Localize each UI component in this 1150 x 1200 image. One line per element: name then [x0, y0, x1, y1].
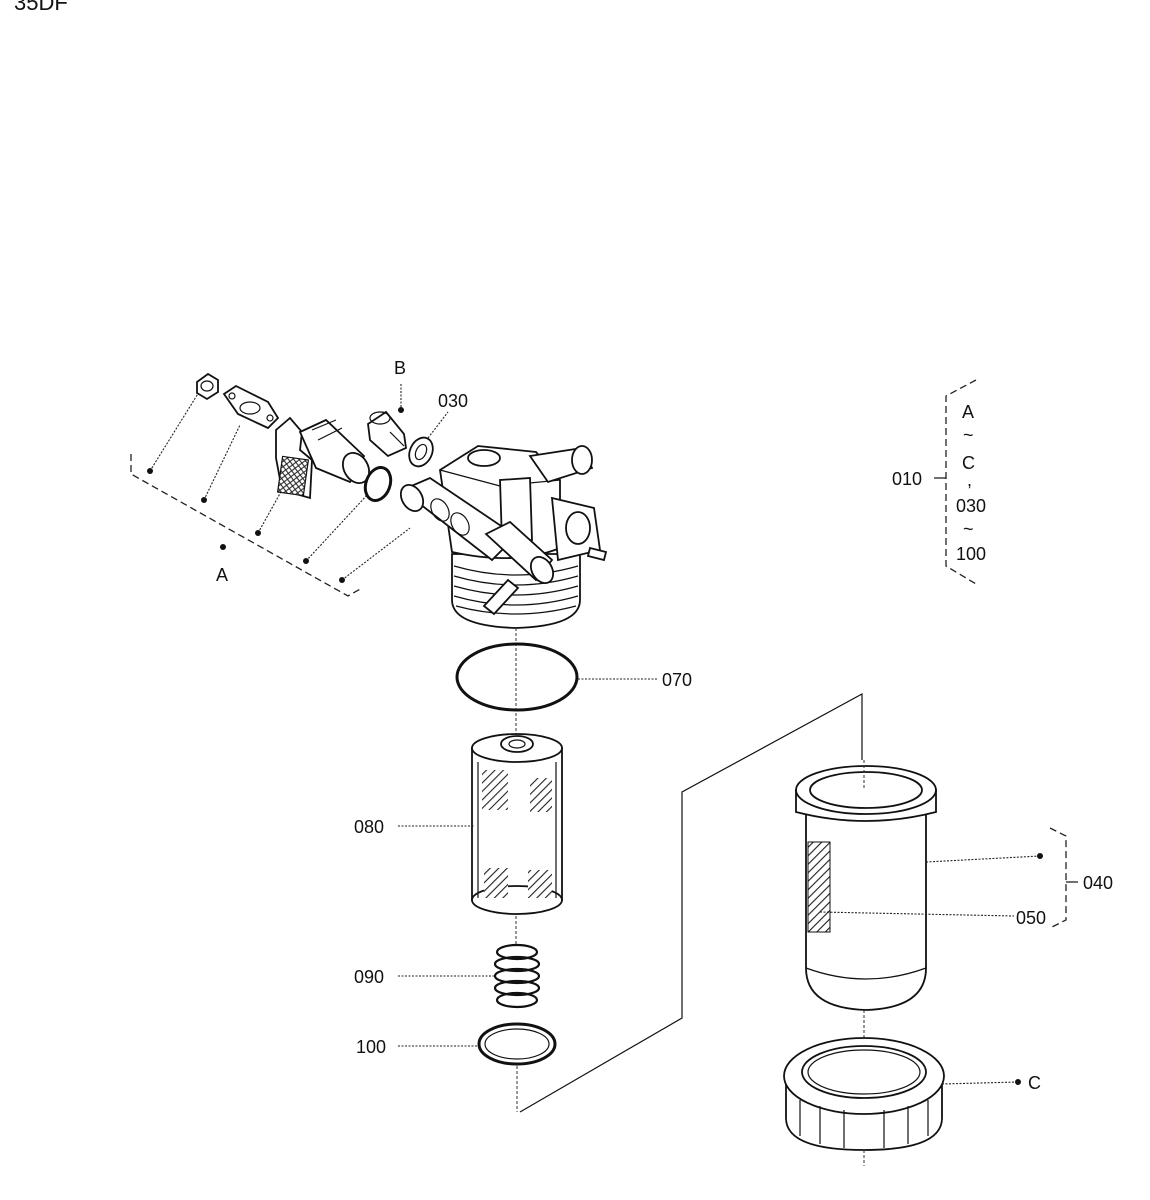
bleed-screw	[196, 372, 219, 401]
header-text: 35DF	[14, 0, 68, 15]
label-010: 010	[892, 469, 922, 489]
label-080: 080	[354, 817, 384, 837]
range-from-2: 030	[956, 496, 986, 516]
filter-bowl-040	[795, 765, 937, 1011]
o-ring-070	[455, 642, 579, 712]
label-040: 040	[1083, 873, 1113, 893]
cock-body	[298, 418, 371, 484]
bracket-040	[1049, 827, 1067, 929]
filter-head	[399, 445, 608, 629]
assembly-range-010: 010 A ~ C , 030 ~ 100	[892, 379, 986, 585]
range-to-1: C	[962, 453, 975, 473]
spring-090	[493, 943, 541, 1009]
range-from-1: A	[962, 402, 974, 422]
assembly-connector-line	[519, 692, 863, 1113]
label-090: 090	[354, 967, 384, 987]
o-ring-small	[363, 466, 393, 502]
range-separator: ,	[967, 470, 972, 490]
range-tilde-1: ~	[963, 425, 974, 445]
label-a: A	[216, 565, 228, 585]
label-050: 050	[1016, 908, 1046, 928]
label-100: 100	[356, 1037, 386, 1057]
part-b-fitting	[367, 410, 407, 458]
retaining-ring-nut-c	[783, 1037, 945, 1151]
range-to-2: 100	[956, 544, 986, 564]
gasket-100	[477, 1022, 557, 1066]
filter-element-080	[471, 733, 563, 915]
washer-030	[408, 436, 434, 468]
label-070: 070	[662, 670, 692, 690]
group-a-bracket: A	[130, 391, 411, 597]
gasket-plate	[222, 384, 280, 430]
label-b: B	[394, 358, 406, 378]
label-030: 030	[438, 391, 468, 411]
label-c: C	[1028, 1073, 1041, 1093]
range-tilde-2: ~	[963, 519, 974, 539]
